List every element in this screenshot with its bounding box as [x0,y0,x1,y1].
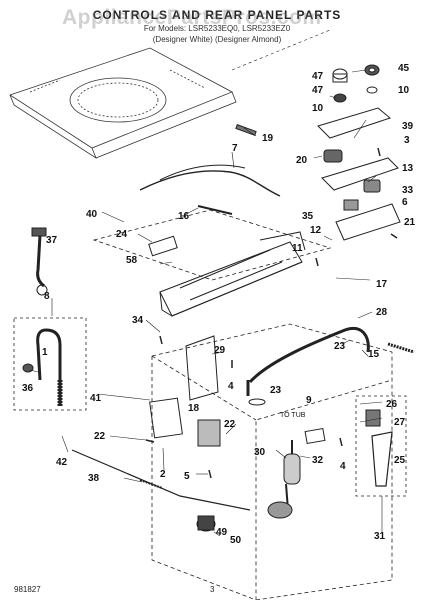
callout-c36: 36 [22,383,34,394]
footer-page-number: 3 [210,585,215,594]
callout-c37: 37 [46,235,58,246]
models-line: For Models: LSR5233EQ0, LSR5233EZ0 [143,24,291,33]
callout-c39: 39 [402,121,414,132]
callout-c4b: 4 [340,461,346,472]
callout-c22b: 22 [224,419,236,430]
wire-connector [387,342,415,354]
callout-c34: 34 [132,315,144,326]
water-level-assembly [283,440,301,511]
lower-hose [71,449,251,511]
callout-c4a: 4 [228,381,234,392]
callout-c47b: 47 [312,85,324,96]
pressure-switch [304,427,326,445]
callout-c26: 26 [386,399,398,410]
callout-c41: 41 [90,393,102,404]
callout-c21: 21 [404,217,416,228]
callout-c58: 58 [126,255,138,266]
callout-c32: 32 [312,455,324,466]
inlet-hose [248,327,370,384]
callout-c1: 1 [42,347,48,358]
callout-c5: 5 [184,471,190,482]
drain-hose-box [13,317,87,411]
screws [145,147,398,479]
watermark-logo: AppliancePartsPros.com [62,6,322,29]
callout-c19: 19 [262,133,274,144]
callout-c28: 28 [376,307,388,318]
callout-c35: 35 [302,211,314,222]
terminal-block [149,397,183,439]
callout-c27: 27 [394,417,406,428]
wire-harness [139,170,281,197]
drain-pump [196,501,293,532]
callout-c12: 12 [310,225,322,236]
callout-c11: 11 [292,243,303,254]
water-valve-box [355,395,407,497]
switch-mount-board [335,203,401,241]
callout-c10a: 10 [398,85,410,96]
callout-c29: 29 [214,345,226,356]
callout-c31: 31 [374,531,386,542]
callout-c3: 3 [404,135,410,146]
callout-c24: 24 [116,229,128,240]
callout-c17: 17 [376,279,388,290]
drain-hose [36,328,62,406]
callout-c22a: 22 [94,431,106,442]
callout-c10b: 10 [312,103,324,114]
callout-c8: 8 [44,291,50,302]
console-frame [148,231,306,317]
callout-c18: 18 [188,403,200,414]
callout-c13: 13 [402,163,414,174]
callout-c23a: 23 [334,341,346,352]
callout-c40: 40 [86,209,98,220]
bracket-plate-lower [321,157,399,191]
callout-c25: 25 [394,455,406,466]
motor-switch [197,419,221,447]
rear-panel-outline [92,209,332,281]
callout-c20: 20 [296,155,308,166]
colors-line: (Designer White) (Designer Almond) [152,35,282,44]
console-top [9,47,237,160]
footer-doc-number: 981827 [14,585,41,594]
callout-c16: 16 [178,211,190,222]
to-tub-label: TO TUB [280,412,306,419]
diagram-title: CONTROLS AND REAR PANEL PARTS [92,8,342,22]
callout-c23b: 23 [270,385,282,396]
timer-switch [323,149,343,163]
callout-c30: 30 [254,447,266,458]
callout-c2: 2 [160,469,166,480]
cabinet-rear-panel [151,323,393,600]
control-switch [363,179,381,193]
callout-c49: 49 [216,527,228,538]
callout-c50: 50 [230,535,242,546]
callout-c47a: 47 [312,71,324,82]
callout-c15: 15 [368,349,380,360]
ground-wire [197,205,233,215]
callout-c45: 45 [398,63,410,74]
callout-c9: 9 [306,395,312,406]
callout-c42: 42 [56,457,68,468]
rear-panel-cover [185,335,219,401]
callout-c38: 38 [88,473,100,484]
leader-lines [29,69,383,537]
bracket-plate-upper [317,107,392,139]
callout-c6: 6 [402,197,408,208]
callout-c7: 7 [232,143,238,154]
callout-c33: 33 [402,185,414,196]
